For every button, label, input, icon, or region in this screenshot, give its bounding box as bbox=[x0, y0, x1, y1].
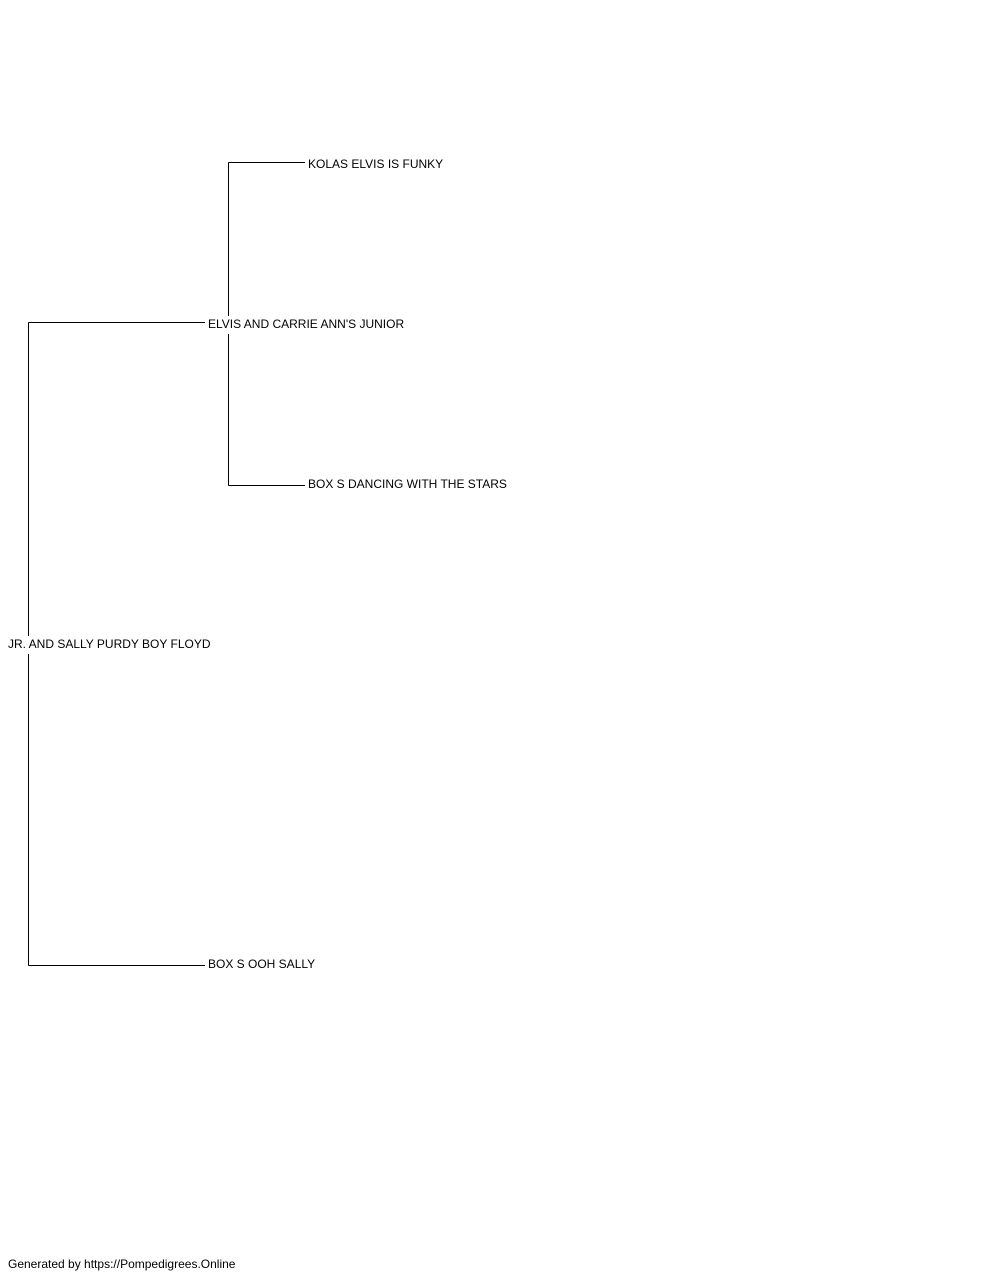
subject-name: JR. AND SALLY PURDY BOY FLOYD bbox=[8, 637, 211, 651]
sire-sire-name: KOLAS ELVIS IS FUNKY bbox=[308, 157, 443, 171]
generated-by-footer: Generated by https://Pompedigrees.Online bbox=[8, 1257, 236, 1271]
dam-name: BOX S OOH SALLY bbox=[208, 957, 315, 971]
sire-dam-name: BOX S DANCING WITH THE STARS bbox=[308, 477, 507, 491]
sire-name: ELVIS AND CARRIE ANN'S JUNIOR bbox=[208, 317, 404, 331]
